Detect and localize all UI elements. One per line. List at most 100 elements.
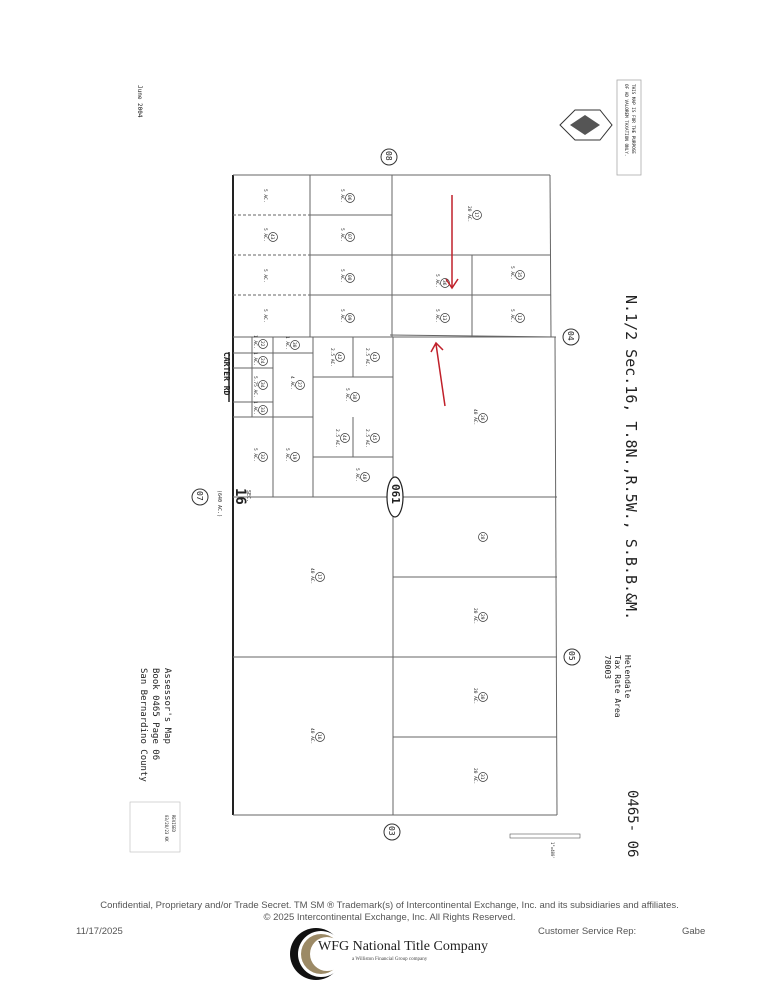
parcel-number-circle: [478, 692, 488, 702]
parcel: 325 AC.: [252, 448, 268, 462]
parcel-number-circle: [290, 452, 300, 462]
print-date: 11/17/2025: [76, 926, 123, 937]
parcel-number: 35: [516, 272, 522, 278]
parcel: 125 AC.: [509, 309, 525, 323]
parcel: 422.5 AC.: [329, 348, 345, 367]
parcel-number: 26: [479, 415, 485, 421]
parcel-acreage: 1 AC.: [252, 401, 258, 415]
parcel-acreage: 40 AC.: [309, 728, 315, 744]
tax-rate-area-line: Helendale: [623, 655, 632, 699]
parcel: 28: [478, 532, 488, 542]
parcel-number: 16: [316, 734, 322, 740]
county-seal-icon: [570, 115, 600, 135]
adjacent-page-circle: [191, 488, 209, 506]
parcel: 5 AC.: [262, 269, 268, 283]
company-name: WFG National Title Company: [318, 939, 488, 954]
assessor-caption-line: Assessor's Map: [162, 668, 172, 744]
parcel-number: 22: [259, 341, 265, 347]
parcel-number-circle: [345, 313, 355, 323]
parcel-number: 17: [473, 212, 479, 218]
adjacent-page-number: 03: [387, 826, 396, 836]
parcel-acreage: 5 AC.: [339, 309, 345, 323]
parcel-acreage: 5 AC.: [339, 228, 345, 242]
parcel-number-circle: [290, 340, 300, 350]
parcel-line: [554, 336, 558, 816]
adjacent-page-circle: [563, 648, 581, 666]
parcel-acreage: 2.5 AC.: [364, 429, 370, 448]
parcel-acreage: 2.5 AC.: [329, 348, 335, 367]
copyright-notice: © 2025 Intercontinental Exchange, Inc. A…: [263, 912, 516, 923]
parcel-number-circle: [295, 380, 305, 390]
parcel-number-circle: [345, 193, 355, 203]
section-label: SEC.: [245, 490, 251, 502]
adjacent-page-number: 05: [567, 651, 576, 661]
scale-label: 1"=400': [550, 842, 555, 859]
parcel-number: 40: [361, 474, 367, 480]
parcel-acreage: 5.75 AC.: [252, 376, 258, 398]
parcel: 075 AC.: [339, 228, 355, 242]
parcel: 274 AC.: [289, 376, 305, 390]
parcel-number-circle: [258, 452, 268, 462]
parcel: 5 AC.: [262, 189, 268, 203]
scale-bar: [509, 833, 581, 839]
parcel: 331 AC.: [252, 401, 268, 415]
adjacent-page-number: 07: [195, 491, 204, 501]
parcel-number-circle: [370, 352, 380, 362]
adjacent-page-number: 08: [384, 151, 393, 161]
county-seal-icon: [559, 109, 613, 141]
parcel-number: 12: [516, 315, 522, 321]
parcel-number: 09: [346, 315, 352, 321]
parcel-number: 31: [479, 774, 485, 780]
parcel-number-circle: [350, 392, 360, 402]
parcel-acreage: 5 AC.: [344, 388, 350, 402]
parcel-acreage: 1 AC.: [252, 352, 258, 366]
parcel-acreage: 20 AC.: [466, 206, 472, 222]
parcel-number-circle: [478, 772, 488, 782]
parcel-number: 41: [371, 354, 377, 360]
assessor-caption-line: Book 0465 Page 06: [150, 668, 160, 760]
parcel-number-circle: [472, 210, 482, 220]
parcel-number-circle: [345, 273, 355, 283]
page-oval-number: 061: [389, 484, 402, 504]
parcel-acreage: 5 AC.: [434, 309, 440, 323]
parcel-acreage: 5 AC.: [509, 266, 515, 280]
parcel-number-circle: [440, 313, 450, 323]
parcel-number-circle: [258, 339, 268, 349]
section-area: (640 AC.): [216, 490, 222, 517]
map-title: N.1/2 Sec.16, T.8N.,R.5W., S.B.B.&M.: [622, 295, 640, 620]
parcel-acreage: 40 AC.: [472, 409, 478, 425]
parcel-acreage: 5 AC.: [509, 309, 515, 323]
parcel: 065 AC.: [339, 189, 355, 203]
parcel-acreage: 5 AC.: [262, 228, 268, 242]
parcel-number-circle: [370, 433, 380, 443]
parcel-number: 29: [479, 614, 485, 620]
parcel-number-circle: [315, 732, 325, 742]
parcel-acreage: 20 AC.: [472, 768, 478, 784]
parcel-number-circle: [258, 380, 268, 390]
parcel-number: 17: [316, 574, 322, 580]
parcel-number: 27: [296, 382, 302, 388]
parcel-acreage: 20 AC.: [472, 688, 478, 704]
disclaimer-box: [616, 79, 642, 176]
parcel: 5 AC.: [262, 309, 268, 323]
crescent-logo-icon: [290, 928, 344, 980]
parcel-acreage: 5 AC.: [284, 448, 290, 462]
parcel-number: 44: [341, 435, 347, 441]
parcel-number-circle: [340, 433, 350, 443]
parcel-number: 30: [291, 342, 297, 348]
parcel: 135 AC.: [434, 309, 450, 323]
parcel-number-circle: [258, 356, 268, 366]
disclaimer-line: OF AD VALOREM TAXATION ONLY.: [623, 84, 629, 156]
parcel-number: 06: [346, 195, 352, 201]
disclaimer-line: THIS MAP IS FOR THE PURPOSE: [630, 84, 636, 154]
parcel: 301 AC.: [284, 336, 300, 350]
parcel-number: 19: [291, 454, 297, 460]
road-label: CARTER RD: [222, 352, 231, 396]
parcel-number: 45: [371, 435, 377, 441]
map-number: 0465- 06: [624, 790, 640, 857]
parcel-number-circle: [258, 405, 268, 415]
